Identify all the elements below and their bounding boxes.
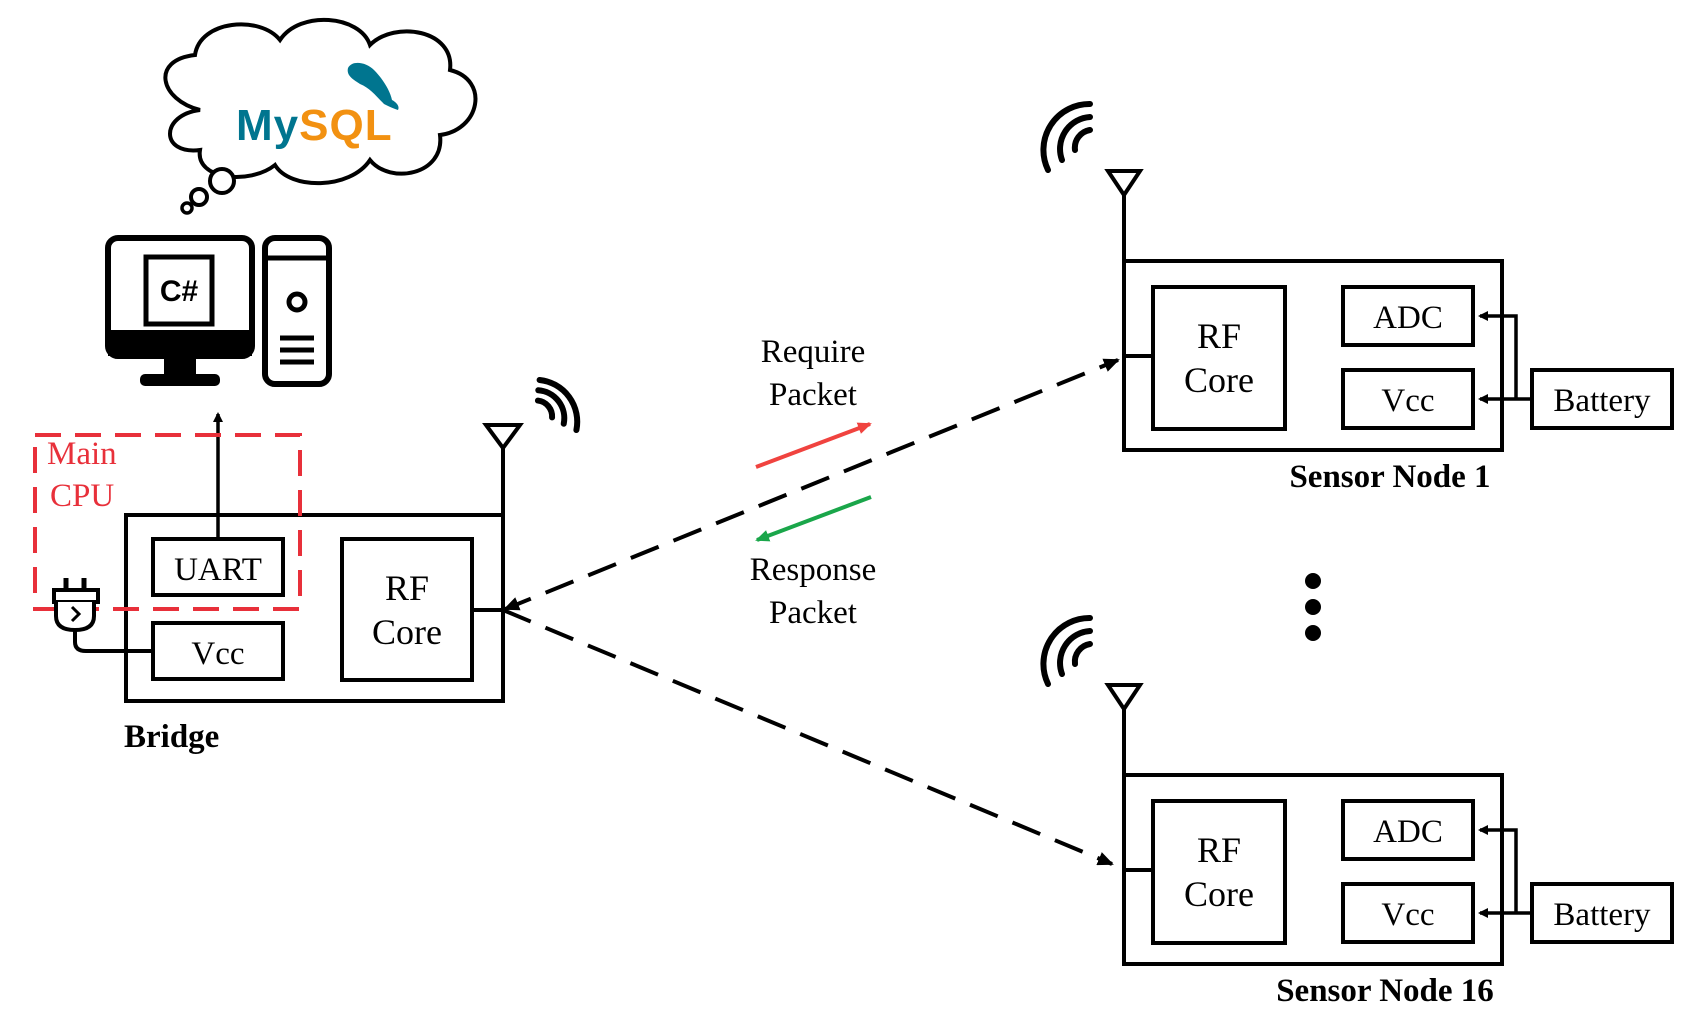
computer-monitor-icon: C#: [105, 235, 255, 386]
node16-battery-label: Battery: [1553, 897, 1651, 933]
response-packet-arrow: [755, 495, 872, 542]
bridge-rf-core-box: [340, 537, 474, 682]
sensor-node-1: RF Core ADC Vcc: [1040, 100, 1504, 452]
main-cpu-region: [33, 433, 302, 611]
node1-antenna-icon: [1104, 169, 1144, 261]
node1-rf-core-box: [1151, 285, 1287, 431]
response-label-line1: Response: [750, 552, 877, 588]
node16-signal-icon: [1040, 614, 1093, 687]
sensor-node-16: RF Core ADC Vcc: [1040, 614, 1504, 966]
mysql-logo: MySQL: [236, 62, 399, 150]
bridge-rf-core-line2: Core: [372, 612, 442, 652]
node1-adc-box: [1341, 285, 1475, 347]
link-to-sensor-node-1: [502, 358, 1120, 612]
node1-rf-core-line2: Core: [1184, 360, 1254, 400]
node1-power-wiring: [1478, 311, 1532, 404]
power-plug-icon: [52, 578, 153, 653]
node16-vcc-label: Vcc: [1381, 897, 1434, 933]
node16-adc-box: [1341, 799, 1475, 861]
computer-tower-icon: [262, 235, 332, 387]
node1-signal-icon: [1040, 100, 1093, 173]
require-label-line1: Require: [761, 334, 865, 370]
screen-label: C#: [160, 275, 199, 308]
uart-box: [151, 537, 285, 597]
main-cpu-label-line1: Main: [47, 436, 117, 472]
sensor-node-1-label: Sensor Node 1: [1289, 459, 1490, 495]
bridge-vcc-label: Vcc: [191, 636, 244, 672]
node1-battery-box: [1530, 368, 1674, 430]
node1-vcc-box: [1341, 368, 1475, 430]
response-label-line2: Packet: [769, 595, 857, 631]
sensor-node-16-label: Sensor Node 16: [1276, 973, 1494, 1009]
node16-power-wiring: [1478, 825, 1532, 918]
mysql-logo-text: MySQL: [236, 101, 393, 150]
node16-battery-box: [1530, 882, 1674, 944]
bridge-label: Bridge: [124, 719, 219, 755]
node16-antenna-icon: [1104, 683, 1144, 775]
node1-battery-label: Battery: [1553, 383, 1651, 419]
node16-rf-core-line2: Core: [1184, 874, 1254, 914]
node1-vcc-label: Vcc: [1381, 383, 1434, 419]
cloud-icon: [163, 18, 478, 215]
more-nodes-ellipsis-icon: [1305, 573, 1321, 641]
node1-adc-label: ADC: [1373, 300, 1443, 336]
uart-label: UART: [174, 552, 262, 588]
bridge-device: UART Vcc RF Core: [124, 376, 581, 703]
main-cpu-label-line2: CPU: [50, 478, 114, 514]
node16-rf-core-box: [1151, 799, 1287, 945]
require-packet-arrow: [755, 422, 872, 469]
link-to-sensor-node-16: [502, 608, 1114, 866]
bridge-signal-icon: [534, 376, 581, 434]
bridge-antenna-icon: [482, 423, 524, 515]
node1-rf-core-line1: RF: [1197, 316, 1241, 356]
svg-text:MySQL: MySQL: [236, 101, 393, 150]
require-label-line2: Packet: [769, 377, 857, 413]
node16-adc-label: ADC: [1373, 814, 1443, 850]
bridge-rf-core-line1: RF: [385, 568, 429, 608]
node16-vcc-box: [1341, 882, 1475, 944]
node16-rf-core-line1: RF: [1197, 830, 1241, 870]
